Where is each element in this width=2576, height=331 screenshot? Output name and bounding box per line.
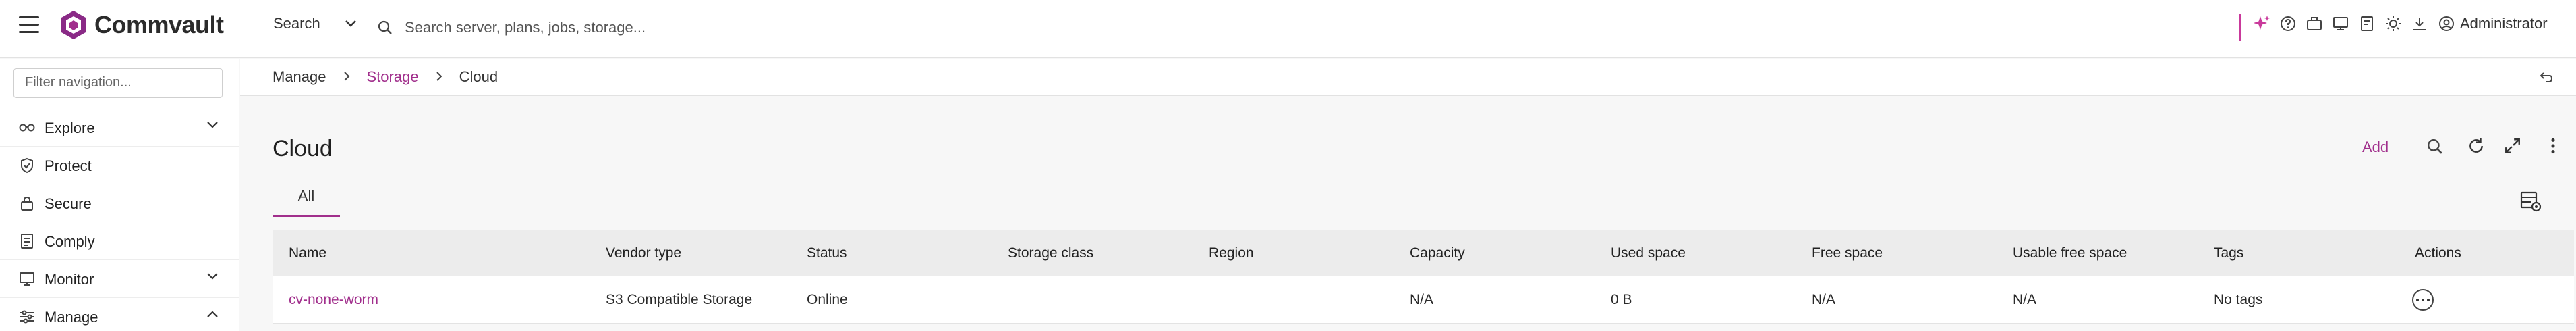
sidebar-item-manage[interactable]: Manage bbox=[0, 298, 239, 331]
header-icon-group bbox=[2253, 15, 2437, 32]
sliders-icon bbox=[20, 310, 34, 324]
global-search bbox=[378, 12, 759, 43]
row-free-space: N/A bbox=[1812, 291, 1836, 307]
breadcrumb-item-storage[interactable]: Storage bbox=[366, 68, 419, 85]
chevron-down-icon bbox=[345, 20, 356, 27]
table-row: cv-none-worm S3 Compatible Storage Onlin… bbox=[273, 276, 2574, 324]
top-bar: Commvault Search Administr bbox=[0, 0, 2576, 58]
row-usable-free-space: N/A bbox=[2013, 291, 2037, 307]
sidebar-item-label: Protect bbox=[45, 157, 92, 174]
sidebar-item-label: Manage bbox=[45, 309, 98, 326]
table-header-row: Name Vendor type Status Storage class Re… bbox=[273, 230, 2574, 276]
sidebar-item-secure[interactable]: Secure bbox=[0, 184, 239, 222]
sidebar-item-protect[interactable]: Protect bbox=[0, 147, 239, 184]
menu-icon[interactable] bbox=[19, 16, 39, 34]
column-header-tags[interactable]: Tags bbox=[2214, 245, 2244, 261]
expand-icon[interactable] bbox=[2504, 137, 2521, 155]
column-header-storage-class[interactable]: Storage class bbox=[1008, 245, 1094, 261]
breadcrumb-item-manage[interactable]: Manage bbox=[273, 68, 326, 85]
user-icon bbox=[2439, 16, 2454, 31]
document-icon[interactable] bbox=[2358, 15, 2376, 32]
tab-label: All bbox=[297, 187, 315, 204]
chevron-down-icon bbox=[207, 122, 218, 128]
breadcrumb: Manage Storage Cloud bbox=[273, 68, 498, 86]
sparkle-icon[interactable] bbox=[2253, 15, 2270, 32]
global-search-input[interactable] bbox=[405, 18, 742, 36]
column-header-status[interactable]: Status bbox=[807, 245, 847, 261]
tab-all[interactable]: All bbox=[273, 186, 340, 217]
column-settings-icon[interactable] bbox=[2520, 191, 2543, 213]
monitor-icon[interactable] bbox=[2332, 15, 2349, 32]
chevron-right-icon bbox=[435, 68, 443, 86]
sidebar-item-label: Secure bbox=[45, 195, 92, 212]
column-header-region[interactable]: Region bbox=[1209, 245, 1254, 261]
header-divider bbox=[2239, 14, 2241, 41]
row-used-space: 0 B bbox=[1611, 291, 1632, 307]
lock-icon bbox=[21, 196, 33, 211]
brand-name: Commvault bbox=[94, 11, 224, 39]
main-content: Manage Storage Cloud Cloud Add All Name … bbox=[240, 59, 2576, 331]
document-icon bbox=[21, 234, 33, 249]
column-header-capacity[interactable]: Capacity bbox=[1410, 245, 1465, 261]
row-tags: No tags bbox=[2214, 291, 2263, 307]
add-button[interactable]: Add bbox=[2362, 138, 2389, 155]
breadcrumb-item-cloud: Cloud bbox=[459, 68, 498, 85]
back-icon[interactable] bbox=[2538, 70, 2554, 86]
filter-navigation-input[interactable] bbox=[14, 69, 210, 96]
active-tab-indicator bbox=[273, 215, 340, 217]
sidebar-item-monitor[interactable]: Monitor bbox=[0, 260, 239, 298]
column-header-usable-free-space[interactable]: Usable free space bbox=[2013, 245, 2127, 261]
sidebar: Explore Protect Secure Comply Monitor Ma… bbox=[0, 59, 239, 331]
shield-icon bbox=[21, 157, 33, 174]
search-icon bbox=[2427, 138, 2442, 154]
more-actions-icon[interactable] bbox=[2412, 288, 2434, 311]
row-vendor-type: S3 Compatible Storage bbox=[606, 291, 753, 307]
chevron-right-icon bbox=[343, 68, 351, 86]
download-icon[interactable] bbox=[2411, 15, 2428, 32]
chevron-up-icon bbox=[207, 311, 218, 317]
row-actions bbox=[2412, 276, 2434, 323]
breadcrumb-bar: Manage Storage Cloud bbox=[240, 59, 2576, 96]
cloud-storage-table: Name Vendor type Status Storage class Re… bbox=[273, 230, 2574, 324]
help-icon[interactable] bbox=[2279, 15, 2297, 32]
sidebar-item-comply[interactable]: Comply bbox=[0, 222, 239, 260]
column-header-actions: Actions bbox=[2415, 245, 2461, 261]
brand-logo[interactable]: Commvault bbox=[59, 9, 224, 41]
user-menu[interactable]: Administrator bbox=[2438, 15, 2548, 32]
search-icon bbox=[378, 20, 392, 34]
refresh-icon[interactable] bbox=[2467, 137, 2485, 155]
commvault-logo-icon bbox=[61, 11, 86, 39]
column-header-vendor-type[interactable]: Vendor type bbox=[606, 245, 682, 261]
column-header-free-space[interactable]: Free space bbox=[1812, 245, 1883, 261]
chevron-down-icon bbox=[207, 273, 218, 280]
column-header-used-space[interactable]: Used space bbox=[1611, 245, 1686, 261]
user-name: Administrator bbox=[2460, 15, 2548, 32]
row-name-link[interactable]: cv-none-worm bbox=[289, 291, 379, 307]
sidebar-item-label: Explore bbox=[45, 120, 95, 136]
column-header-name[interactable]: Name bbox=[289, 245, 327, 261]
row-capacity: N/A bbox=[1410, 291, 1434, 307]
page-title: Cloud bbox=[273, 136, 333, 161]
row-status: Online bbox=[807, 291, 848, 307]
filter-navigation bbox=[13, 68, 223, 98]
theme-icon[interactable] bbox=[2384, 15, 2402, 32]
explore-icon bbox=[19, 124, 35, 132]
sidebar-item-label: Monitor bbox=[45, 271, 94, 288]
more-vertical-icon[interactable] bbox=[2544, 137, 2562, 155]
search-scope-dropdown[interactable]: Search bbox=[273, 15, 357, 32]
sidebar-item-label: Comply bbox=[45, 233, 95, 250]
monitor-icon bbox=[20, 272, 34, 286]
search-scope-label: Search bbox=[273, 15, 320, 32]
briefcase-icon[interactable] bbox=[2306, 15, 2323, 32]
sidebar-item-explore[interactable]: Explore bbox=[0, 109, 239, 147]
